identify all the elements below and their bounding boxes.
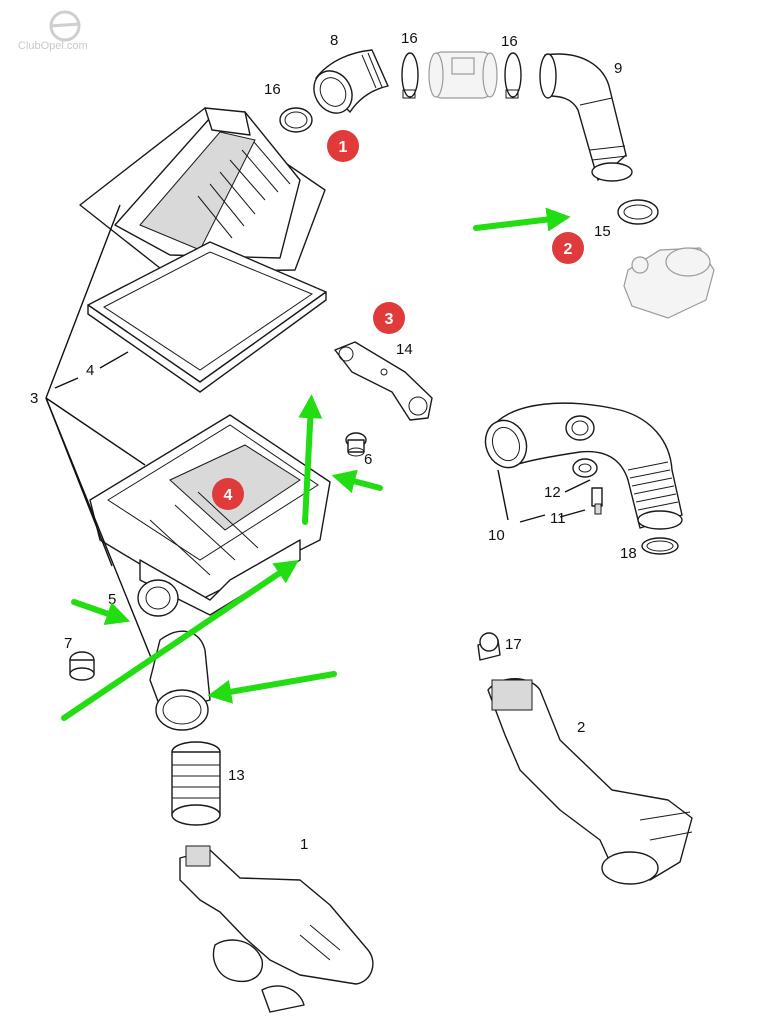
grommet-6 xyxy=(345,432,367,457)
clamp-16-left xyxy=(279,107,313,133)
part-label-10: 10 xyxy=(488,527,505,544)
part-label-16-middle: 16 xyxy=(401,30,418,47)
badges: 1 2 3 4 xyxy=(212,130,584,510)
green-arrows xyxy=(61,207,571,721)
part-label-1: 1 xyxy=(300,836,308,853)
part-label-18: 18 xyxy=(620,545,637,562)
badge-3-text: 3 xyxy=(385,311,394,328)
part-label-13: 13 xyxy=(228,767,245,784)
part-label-5: 5 xyxy=(108,591,116,608)
air-cleaner-cover xyxy=(79,107,326,273)
part-label-16-right: 16 xyxy=(501,33,518,50)
arrow-to-lower-housing xyxy=(331,469,383,493)
maf-sensor-ghost xyxy=(428,51,498,99)
hose-9 xyxy=(539,53,633,182)
part-label-2: 2 xyxy=(577,719,585,736)
part-label-7: 7 xyxy=(64,635,72,652)
leader-lines xyxy=(45,204,591,661)
badge-1-text: 1 xyxy=(339,139,348,156)
part-label-15: 15 xyxy=(594,223,611,240)
clip-17 xyxy=(477,632,501,661)
part-label-14: 14 xyxy=(396,341,413,358)
resonator-hose-10 xyxy=(484,402,683,530)
watermark-logo: ClubOpel.com xyxy=(18,10,88,52)
clamp-18 xyxy=(641,537,679,555)
clamp-16-right xyxy=(504,52,522,99)
part-numbers: 1 2 3 4 5 6 7 8 9 10 11 12 13 14 15 16 1… xyxy=(30,30,637,853)
arrow-to-duct xyxy=(207,671,337,704)
air-filter-element xyxy=(87,241,327,393)
sensor-11 xyxy=(591,487,603,515)
badge-2: 2 xyxy=(552,232,584,264)
part-label-12: 12 xyxy=(544,484,561,501)
bellows-13 xyxy=(171,741,221,826)
intake-duct-lower xyxy=(149,630,211,731)
part-label-4: 4 xyxy=(86,362,94,379)
badge-2-text: 2 xyxy=(564,241,573,258)
part-label-8: 8 xyxy=(330,32,338,49)
bracket-14 xyxy=(334,341,433,421)
badge-4-text: 4 xyxy=(224,487,233,504)
arrow-up-housing xyxy=(298,394,323,525)
part-label-9: 9 xyxy=(614,60,622,77)
clamp-16-middle xyxy=(401,52,419,99)
arrow-diagonal xyxy=(61,559,299,721)
badge-3: 3 xyxy=(373,302,405,334)
throttle-body-ghost xyxy=(623,247,715,319)
inlet-duct-2 xyxy=(487,678,693,885)
grommet-7 xyxy=(69,651,95,681)
clamp-15 xyxy=(617,199,659,225)
part-label-6: 6 xyxy=(364,451,372,468)
inlet-duct-1 xyxy=(179,845,374,1013)
watermark-text: ClubOpel.com xyxy=(18,40,88,52)
grommet-12 xyxy=(572,458,598,478)
part-label-3: 3 xyxy=(30,390,38,407)
badge-4: 4 xyxy=(212,478,244,510)
part-label-17: 17 xyxy=(505,636,522,653)
air-cleaner-lower-housing xyxy=(89,414,331,617)
badge-1: 1 xyxy=(327,130,359,162)
arrow-to-5 xyxy=(71,599,131,625)
part-label-16-left: 16 xyxy=(264,81,281,98)
hose-8 xyxy=(313,49,389,114)
arrow-to-clamp-15 xyxy=(473,207,571,232)
part-label-11: 11 xyxy=(550,510,566,527)
